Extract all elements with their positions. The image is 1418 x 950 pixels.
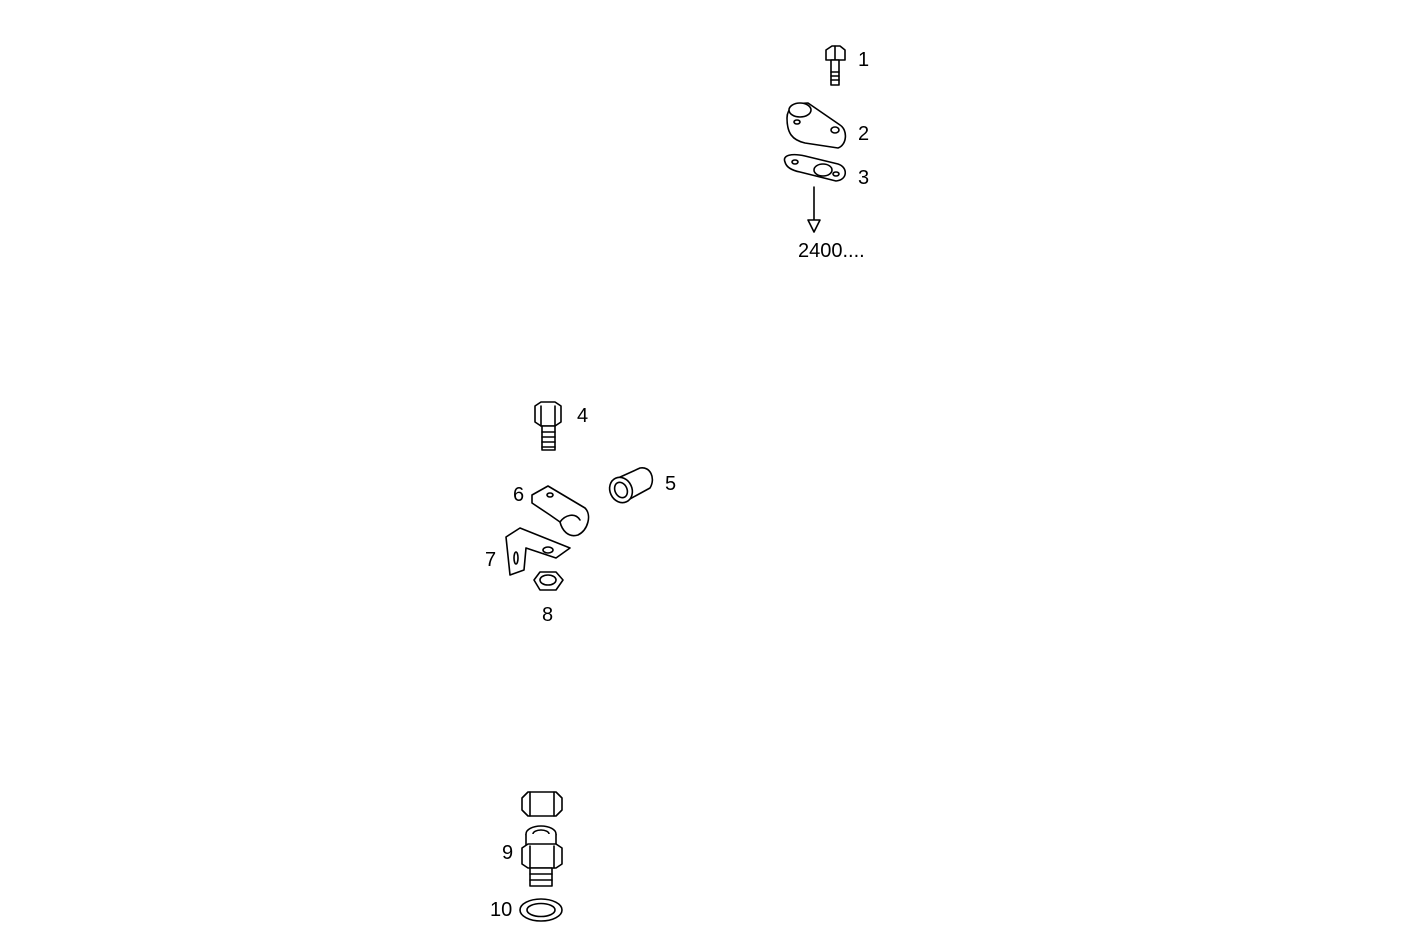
callout-8: 8 [542, 604, 553, 626]
callout-5: 5 [665, 473, 676, 495]
callout-3: 3 [858, 167, 869, 189]
union-nut[interactable] [521, 791, 563, 817]
flange-2[interactable] [786, 102, 847, 149]
bolt-1[interactable] [825, 45, 846, 86]
callout-10: 10 [490, 899, 512, 921]
reference-label: 2400.... [798, 240, 865, 262]
bracket-7[interactable] [505, 527, 571, 576]
reference-arrow [807, 186, 821, 233]
clamp-6[interactable] [531, 485, 590, 537]
pipe[interactable] [528, 79, 833, 805]
callout-2: 2 [858, 123, 869, 145]
banjo-bolt-4[interactable] [534, 401, 562, 451]
nut-8[interactable] [533, 571, 564, 591]
seal-ring-10[interactable] [519, 898, 563, 922]
fitting-9[interactable] [521, 825, 563, 887]
bushing-5[interactable] [606, 467, 654, 507]
gasket-3[interactable] [783, 153, 847, 182]
callout-6: 6 [513, 484, 524, 506]
callout-4: 4 [577, 405, 588, 427]
callout-1: 1 [858, 49, 869, 71]
callout-7: 7 [485, 549, 496, 571]
callout-9: 9 [502, 842, 513, 864]
